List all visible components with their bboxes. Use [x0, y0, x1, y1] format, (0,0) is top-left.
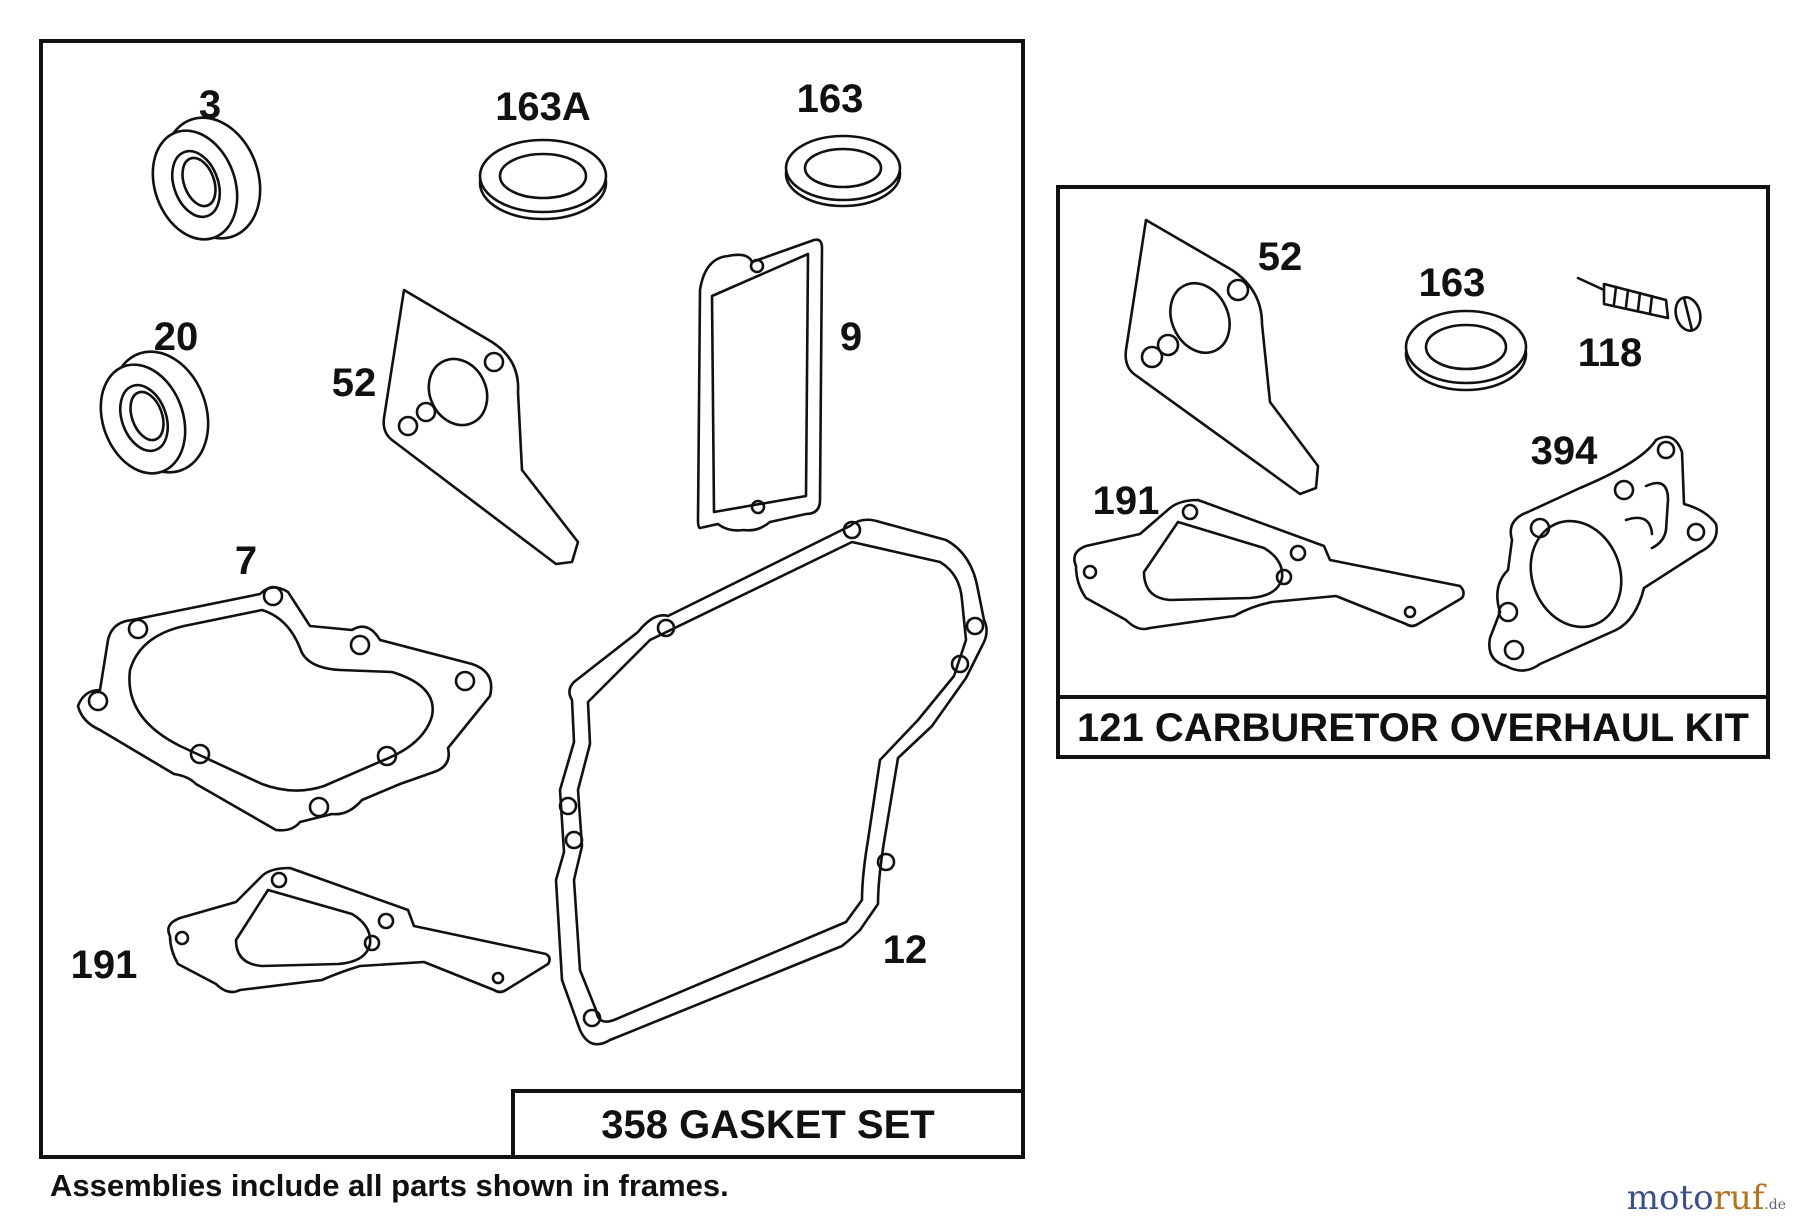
- gasket-set-title: 358 GASKET SET: [601, 1103, 934, 1147]
- callout-52-kit: 52: [1258, 235, 1303, 279]
- callout-163-kit: 163: [1419, 261, 1486, 305]
- gasket-part-9: [696, 238, 824, 532]
- callout-163: 163: [797, 77, 864, 121]
- callout-20: 20: [154, 315, 199, 359]
- callout-163a: 163A: [495, 85, 591, 129]
- callout-394: 394: [1531, 429, 1598, 473]
- gasket-part-52-kit: [1124, 218, 1320, 496]
- footnote: Assemblies include all parts shown in fr…: [50, 1168, 729, 1203]
- callout-3: 3: [199, 83, 221, 127]
- gasket-part-191-left: [167, 866, 551, 994]
- carb-kit-title: 121 CARBURETOR OVERHAUL KIT: [1077, 706, 1749, 750]
- ring-part-163a: [478, 138, 608, 221]
- carb-kit-frame: 121 CARBURETOR OVERHAUL KIT: [1056, 185, 1770, 759]
- callout-12: 12: [883, 928, 928, 972]
- head-gasket-part-7: [76, 585, 493, 832]
- crankcase-gasket-part-12: [554, 518, 988, 1046]
- oil-seal-part-3: [151, 116, 262, 241]
- needle-valve-part-118: [1576, 276, 1702, 333]
- callout-7: 7: [235, 539, 257, 583]
- ring-part-163: [784, 134, 902, 208]
- gasket-part-52: [382, 288, 580, 566]
- watermark-logo: motoruf.de: [1626, 1178, 1786, 1218]
- gasket-part-191-kit: [1073, 498, 1465, 631]
- oil-seal-part-20: [99, 350, 210, 475]
- gasket-part-394: [1488, 435, 1718, 672]
- callout-118: 118: [1578, 331, 1643, 375]
- callout-52: 52: [332, 361, 377, 405]
- gasket-set-frame: 358 GASKET SET: [39, 39, 1025, 1159]
- callout-191-kit: 191: [1093, 479, 1160, 523]
- ring-part-163-kit: [1404, 309, 1528, 392]
- callout-9: 9: [840, 315, 862, 359]
- callout-191-left: 191: [71, 943, 138, 987]
